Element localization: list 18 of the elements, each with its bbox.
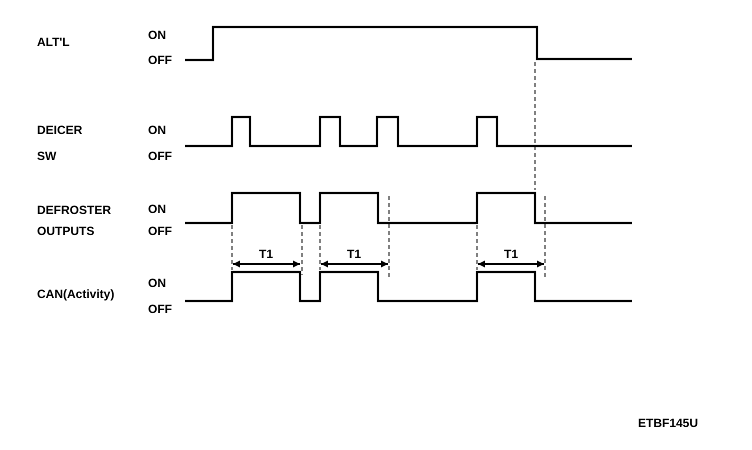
signal-name: DEICER	[37, 123, 82, 137]
state-label: ON	[148, 123, 166, 137]
state-label: ON	[148, 28, 166, 42]
time-label: T1	[347, 247, 361, 261]
signal-name: DEFROSTER	[37, 203, 112, 217]
figure-code: ETBF145U	[638, 416, 698, 430]
signal-name: CAN(Activity)	[37, 287, 114, 301]
state-label: OFF	[148, 53, 172, 67]
state-label: OFF	[148, 224, 172, 238]
signal-name: OUTPUTS	[37, 224, 94, 238]
signal-name: ALT'L	[37, 35, 70, 49]
state-label: OFF	[148, 302, 172, 316]
time-label: T1	[259, 247, 273, 261]
state-label: ON	[148, 202, 166, 216]
state-label: ON	[148, 276, 166, 290]
state-label: OFF	[148, 149, 172, 163]
time-label: T1	[504, 247, 518, 261]
signal-name: SW	[37, 149, 56, 163]
